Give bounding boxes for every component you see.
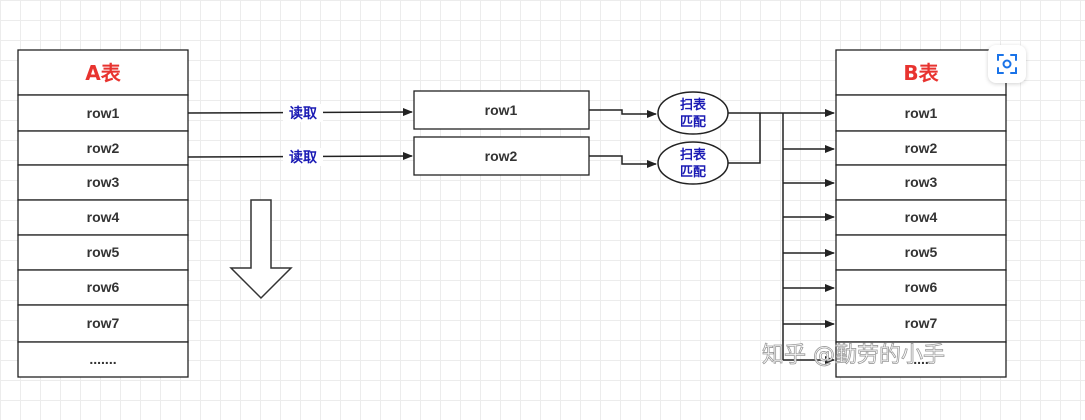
table-b-row-label: row6 <box>905 279 938 295</box>
table-a-row-label: row3 <box>87 174 120 190</box>
table-a-row <box>17 234 189 271</box>
table-b-row <box>835 304 1007 343</box>
table-b-row-label: ...... <box>909 351 932 367</box>
scan-label: 扫表 <box>680 147 707 163</box>
table-b-row <box>835 341 1007 378</box>
arrow-down-icon <box>229 199 293 300</box>
watermark: 知乎 @勤劳的小手 <box>762 343 945 368</box>
table-a-row-label: row5 <box>87 244 120 260</box>
buffer-row <box>413 90 590 130</box>
table-a-header <box>17 49 189 96</box>
table-a-row <box>17 304 189 343</box>
table-a-row-label: row7 <box>87 315 120 331</box>
table-a-row-label: ....... <box>89 351 116 367</box>
table-b-row <box>835 94 1007 132</box>
table-a-row-label: row4 <box>87 209 120 225</box>
table-a-title: A表 <box>85 61 121 85</box>
edge-label-bg <box>283 148 323 166</box>
table-a-row <box>17 164 189 201</box>
read-label: 读取 <box>289 149 318 166</box>
table-a-row-label: row1 <box>87 105 120 121</box>
table-b-row-label: row5 <box>905 244 938 260</box>
table-a-row-label: row6 <box>87 279 120 295</box>
edge-label-bg <box>283 104 323 122</box>
table-a-row <box>17 341 189 378</box>
scan-button[interactable] <box>988 45 1026 83</box>
scan-label: 扫表 <box>680 97 707 113</box>
table-b-row <box>835 164 1007 201</box>
buffer-row-label: row1 <box>485 102 518 118</box>
table-b-row-label: row3 <box>905 174 938 190</box>
scan-icon <box>997 54 1017 74</box>
table-b-row-label: row2 <box>905 140 938 156</box>
table-b-title: B表 <box>903 61 939 85</box>
table-b-row-label: row1 <box>905 105 938 121</box>
table-b: B表 row1 row2 row3 row4 row5 row6 row7 ..… <box>835 49 1007 378</box>
scan-connector <box>589 109 657 118</box>
table-a-row-label: row2 <box>87 140 120 156</box>
table-a-row <box>17 94 189 132</box>
read-label: 读取 <box>289 105 318 122</box>
table-b-row-label: row7 <box>905 315 938 331</box>
buffer-row-label: row2 <box>485 148 518 164</box>
match-label: 匹配 <box>680 115 706 130</box>
scan-connector <box>589 155 657 168</box>
table-b-row <box>835 199 1007 236</box>
table-b-row-label: row4 <box>905 209 938 225</box>
table-a: A表 row1 row2 row3 row4 row5 row6 row7 ..… <box>17 49 189 378</box>
fanout-connector <box>728 113 761 164</box>
table-b-row <box>835 130 1007 166</box>
table-b-row <box>835 269 1007 306</box>
match-label: 匹配 <box>680 165 706 180</box>
